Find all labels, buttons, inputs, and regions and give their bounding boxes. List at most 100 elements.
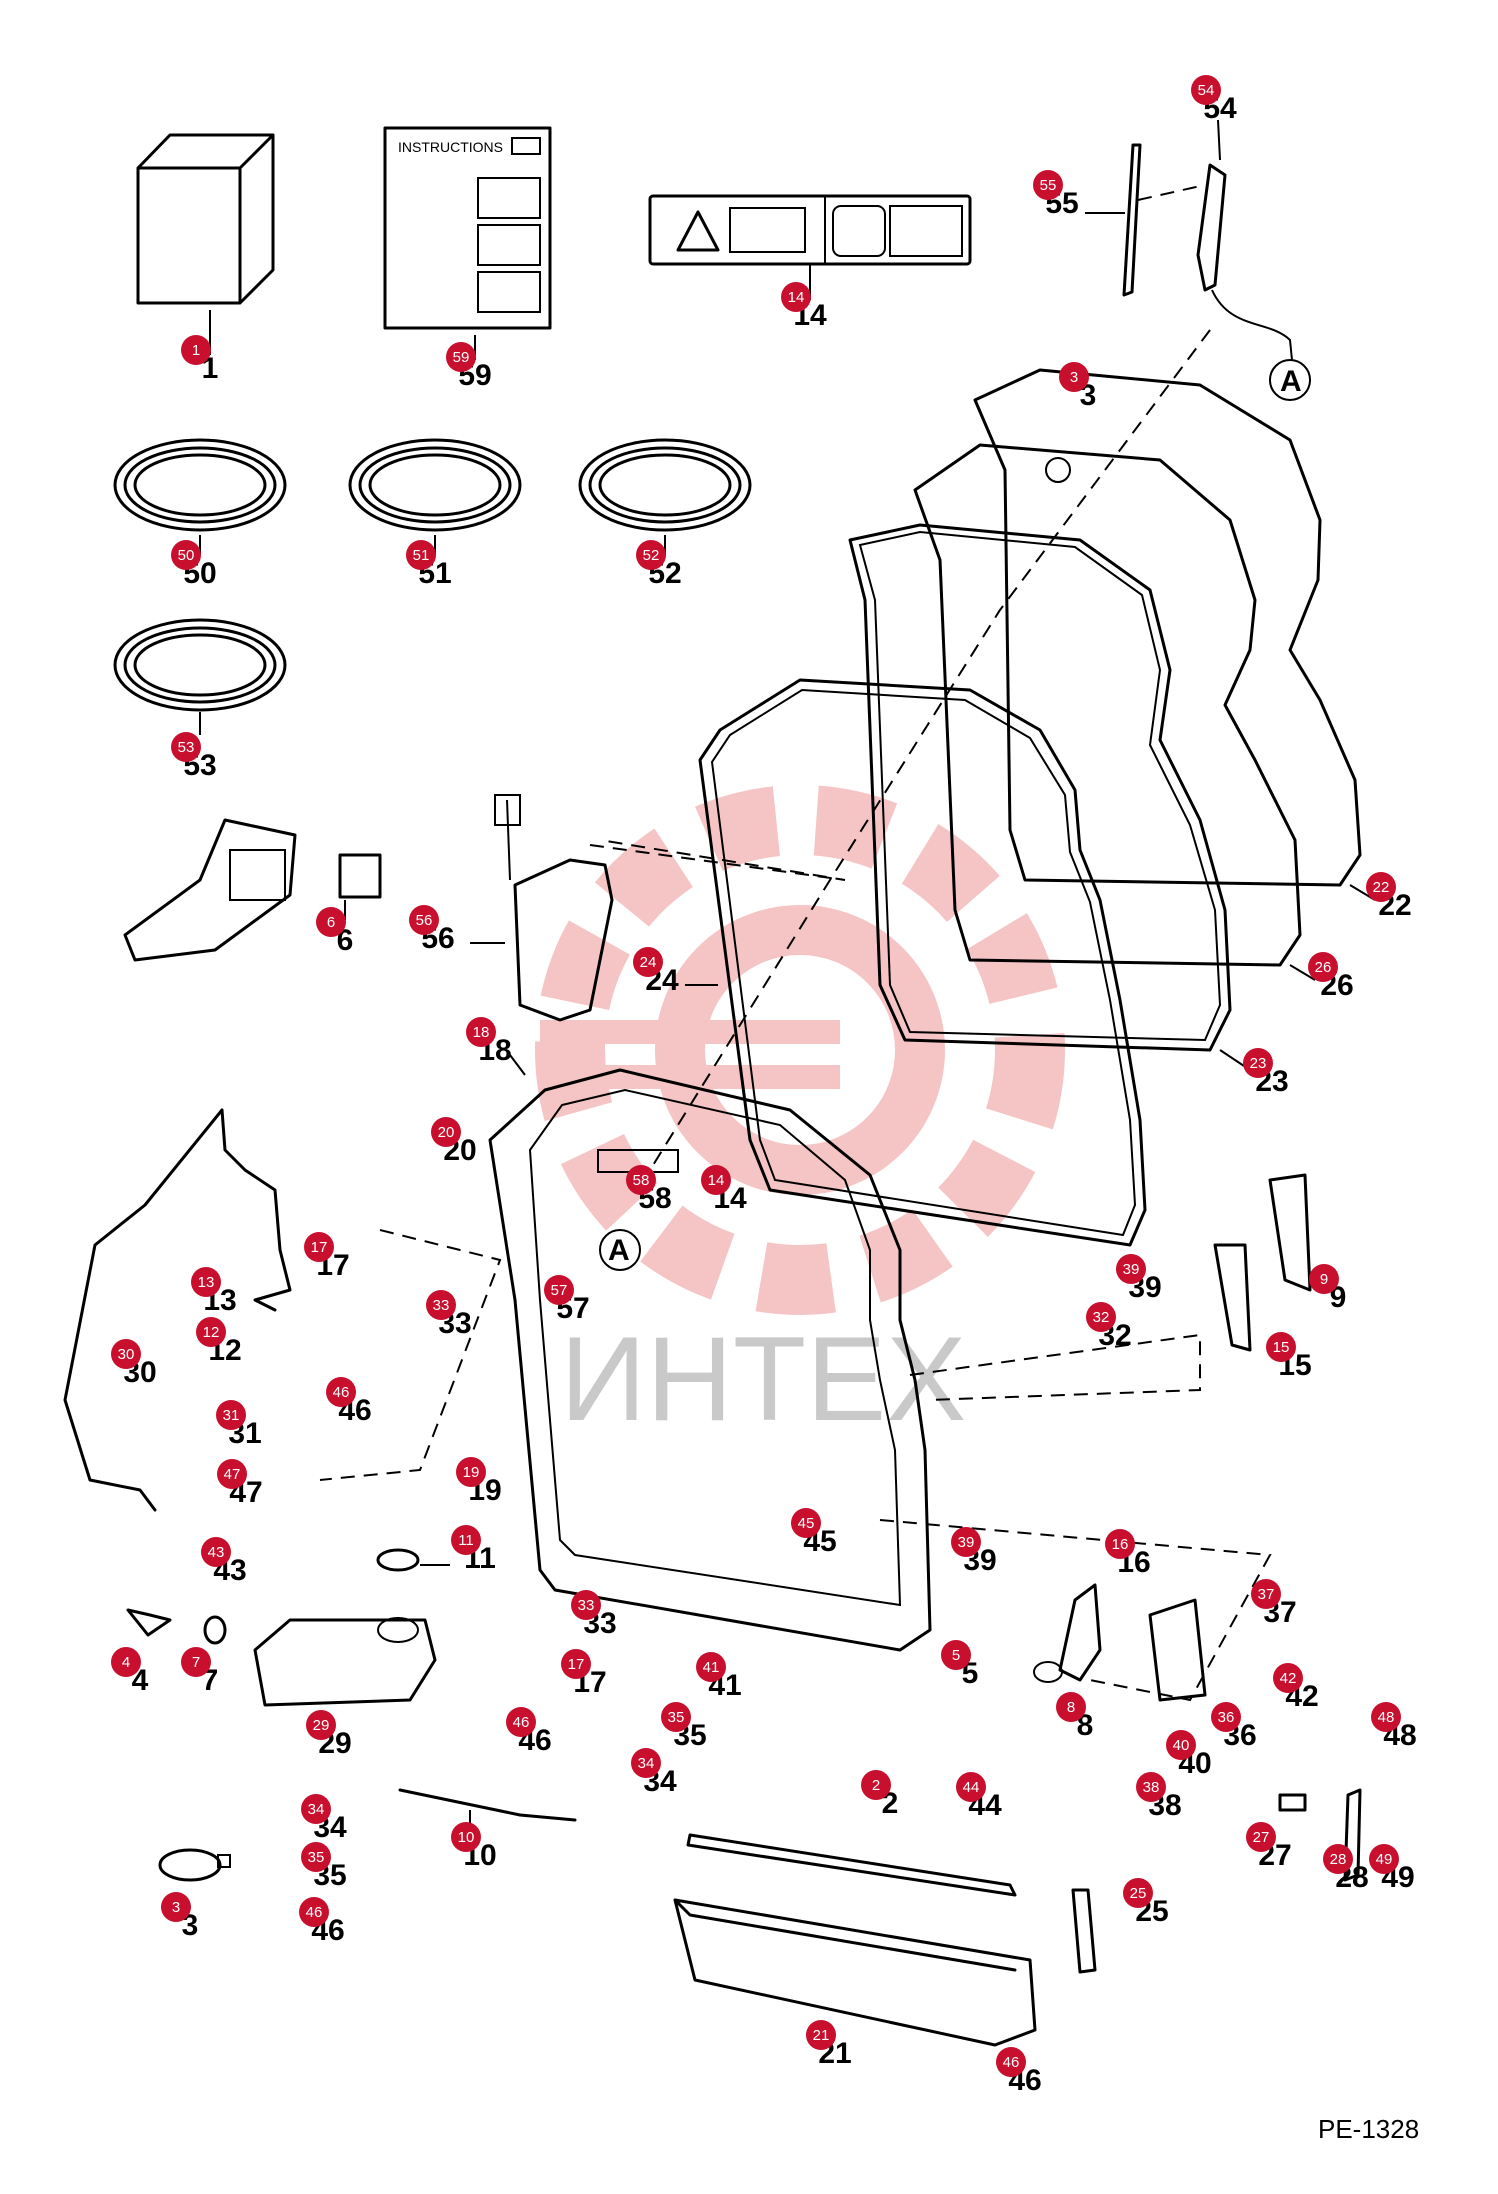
part-badge-text-37: 37 (1258, 1586, 1275, 1603)
part-badge-10 (451, 1822, 481, 1852)
part-6-switch-bracket (123, 818, 382, 962)
part-29-reservoir (253, 1617, 437, 1707)
part-badge-6 (316, 907, 346, 937)
part-badge-text-30: 30 (118, 1346, 135, 1363)
part-badge-text-46b: 46 (513, 1714, 530, 1731)
part-11-cap (376, 1548, 450, 1572)
part-badge-text-57: 57 (551, 1282, 568, 1299)
part-badge-text-34b: 34 (308, 1801, 325, 1818)
part-badge-39b (951, 1527, 981, 1557)
part-badge-49 (1369, 1844, 1399, 1874)
part-55-54-wiper (1085, 119, 1293, 361)
part-badge-text-45: 45 (798, 1515, 815, 1532)
part-badge-46 (326, 1377, 356, 1407)
part-badge-55 (1033, 170, 1063, 200)
part-3-cable-tie (158, 1848, 231, 1882)
part-badge-54 (1191, 75, 1221, 105)
part-badge-text-36: 36 (1218, 1709, 1235, 1726)
part-badge-26 (1308, 952, 1338, 982)
part-27-pin (1278, 1793, 1307, 1812)
part-badge-text-43: 43 (208, 1544, 225, 1561)
part-badge-text-41: 41 (703, 1659, 720, 1676)
part-badge-3b (161, 1892, 191, 1922)
part-badge-46c (299, 1897, 329, 1927)
part-badge-text-35b: 35 (308, 1849, 325, 1866)
part-53-hose (113, 618, 287, 735)
part-badge-text-14: 14 (788, 289, 805, 306)
part-badge-32 (1086, 1302, 1116, 1332)
part-badge-text-17: 17 (311, 1239, 328, 1256)
part-badge-text-27: 27 (1253, 1829, 1270, 1846)
part-badge-51 (406, 540, 436, 570)
part-badge-text-3: 3 (1070, 369, 1078, 386)
part-badge-text-4: 4 (122, 1654, 130, 1671)
part-badge-text-32: 32 (1093, 1309, 1110, 1326)
part-badge-30 (111, 1339, 141, 1369)
part-badge-text-14b: 14 (708, 1172, 725, 1189)
part-badge-text-46: 46 (333, 1384, 350, 1401)
part-badge-56 (409, 905, 439, 935)
part-badge-45 (791, 1508, 821, 1538)
manual-title: INSTRUCTIONS (398, 139, 503, 155)
part-badge-14 (781, 282, 811, 312)
part-badge-text-50: 50 (178, 547, 195, 564)
part-badge-25 (1123, 1878, 1153, 1908)
part-15-handle (1213, 1243, 1252, 1352)
part-badge-8 (1056, 1692, 1086, 1722)
part-badge-text-46d: 46 (1003, 2054, 1020, 2071)
part-badge-52 (636, 540, 666, 570)
part-badge-35b (301, 1842, 331, 1872)
part-badge-59 (446, 342, 476, 372)
part-badge-text-59: 59 (453, 349, 470, 366)
part-badge-58 (626, 1165, 656, 1195)
part-badge-41 (696, 1652, 726, 1682)
part-24-seal (685, 678, 1147, 1247)
watermark-text: ИНТЕХ (560, 1312, 966, 1446)
part-badge-text-31: 31 (223, 1407, 240, 1424)
part-badge-text-17b: 17 (568, 1656, 585, 1673)
part-badge-text-12: 12 (203, 1324, 220, 1341)
part-badge-39 (1116, 1254, 1146, 1284)
part-badge-17b (561, 1649, 591, 1679)
part-21-tray (673, 1898, 1037, 2047)
part-badge-text-6: 6 (327, 914, 335, 931)
part-badge-13 (191, 1267, 221, 1297)
part-badge-text-23: 23 (1250, 1055, 1267, 1072)
part-badge-24 (633, 947, 663, 977)
part-badge-23 (1243, 1048, 1273, 1078)
assembly-line-5 (879, 1519, 1272, 1702)
part-badge-42 (1273, 1663, 1303, 1693)
callout-A-door: A (608, 1234, 630, 1267)
part-badge-text-46c: 46 (306, 1904, 323, 1921)
part-badge-text-54: 54 (1198, 82, 1215, 99)
callout-A-circle-door (599, 1229, 641, 1271)
watermark-logo (535, 785, 1065, 1315)
part-badge-22 (1366, 872, 1396, 902)
part-badge-17 (304, 1232, 334, 1262)
part-badge-46d (996, 2047, 1026, 2077)
part-badge-text-40: 40 (1173, 1737, 1190, 1754)
part-badge-19 (456, 1457, 486, 1487)
part-badge-4 (111, 1647, 141, 1677)
part-badge-48 (1371, 1702, 1401, 1732)
part-badge-text-26: 26 (1315, 959, 1332, 976)
part-14-decal (648, 194, 972, 300)
part-59-manual: INSTRUCTIONS (383, 126, 552, 360)
part-badge-1 (181, 335, 211, 365)
part-badge-11 (451, 1525, 481, 1555)
part-badge-text-1: 1 (192, 342, 200, 359)
part-badge-text-58: 58 (633, 1172, 650, 1189)
part-badge-text-3b: 3 (172, 1899, 180, 1916)
part-number-labels: 1159591414545455555050515152523353532222… (111, 75, 1417, 2097)
part-50-hose (113, 438, 287, 555)
part-badge-12 (196, 1317, 226, 1347)
part-badge-29 (306, 1710, 336, 1740)
part-51-hose (348, 438, 522, 555)
part-badge-43 (201, 1537, 231, 1567)
part-badge-text-55: 55 (1040, 177, 1057, 194)
part-badge-text-11: 11 (458, 1532, 474, 1549)
part-badge-5 (941, 1640, 971, 1670)
callout-A-top: A (1280, 365, 1302, 398)
part-badge-9 (1309, 1264, 1339, 1294)
part-badge-27 (1246, 1822, 1276, 1852)
